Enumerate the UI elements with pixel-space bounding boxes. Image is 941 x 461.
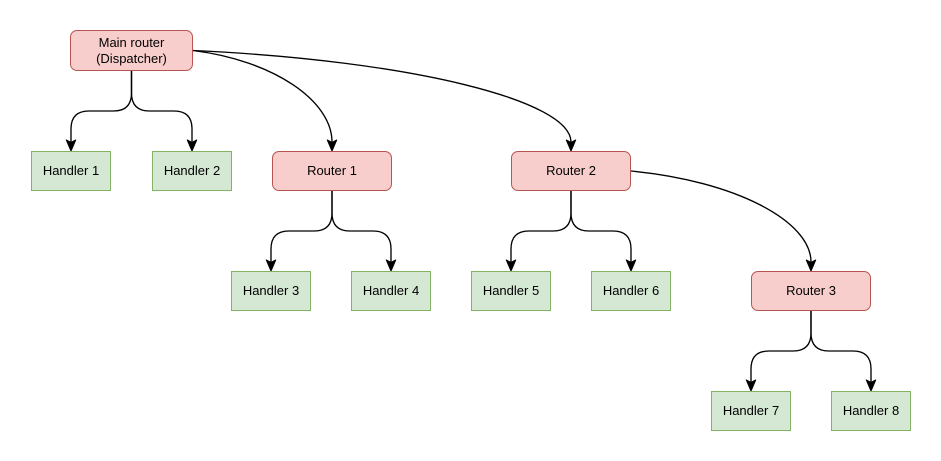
arrowhead-main-to-h1 bbox=[65, 139, 77, 152]
node-h4-handler: Handler 4 bbox=[351, 271, 431, 311]
node-h3-handler: Handler 3 bbox=[231, 271, 311, 311]
node-r1-router: Router 1 bbox=[272, 151, 392, 191]
node-h5-handler: Handler 5 bbox=[471, 271, 551, 311]
edge-r1-to-h4 bbox=[331, 191, 392, 262]
edge-main-to-h2 bbox=[130, 71, 193, 142]
node-label-h8: Handler 8 bbox=[842, 403, 900, 418]
node-r2-router: Router 2 bbox=[511, 151, 631, 191]
edge-r1-to-h3 bbox=[270, 191, 333, 262]
arrowhead-r1-to-h3 bbox=[265, 259, 277, 272]
edge-main-to-r2 bbox=[192, 49, 572, 143]
node-label-h1: Handler 1 bbox=[42, 163, 100, 178]
node-label-r1: Router 1 bbox=[307, 163, 357, 178]
arrowhead-r2-to-r3 bbox=[805, 259, 817, 272]
arrowhead-r1-to-h4 bbox=[385, 259, 397, 272]
node-h6-handler: Handler 6 bbox=[591, 271, 671, 311]
node-label-h3: Handler 3 bbox=[242, 283, 300, 298]
node-h2-handler: Handler 2 bbox=[152, 151, 232, 191]
node-h8-handler: Handler 8 bbox=[831, 391, 911, 431]
arrowhead-r2-to-h6 bbox=[625, 259, 637, 272]
node-label-r3: Router 3 bbox=[786, 283, 836, 298]
node-h1-handler: Handler 1 bbox=[31, 151, 111, 191]
edge-r2-to-h6 bbox=[570, 191, 632, 262]
node-label-h6: Handler 6 bbox=[602, 283, 660, 298]
arrowhead-r3-to-h7 bbox=[745, 379, 757, 392]
edge-main-to-r1 bbox=[192, 49, 333, 143]
edge-r2-to-h5 bbox=[510, 191, 572, 262]
arrowhead-main-to-r1 bbox=[326, 139, 338, 152]
arrowhead-main-to-r2 bbox=[565, 139, 577, 152]
edge-r2-to-r3 bbox=[630, 170, 812, 263]
edge-main-to-h1 bbox=[70, 71, 133, 142]
arrowhead-main-to-h2 bbox=[186, 139, 198, 152]
edge-r3-to-h8 bbox=[810, 311, 872, 382]
node-label-main: Main router (Dispatcher) bbox=[96, 34, 167, 66]
node-label-h4: Handler 4 bbox=[362, 283, 420, 298]
node-r3-router: Router 3 bbox=[751, 271, 871, 311]
edge-r3-to-h7 bbox=[750, 311, 812, 382]
node-label-h5: Handler 5 bbox=[482, 283, 540, 298]
node-label-h7: Handler 7 bbox=[722, 403, 780, 418]
node-h7-handler: Handler 7 bbox=[711, 391, 791, 431]
node-main-router: Main router (Dispatcher) bbox=[70, 30, 193, 71]
node-label-r2: Router 2 bbox=[546, 163, 596, 178]
node-label-h2: Handler 2 bbox=[163, 163, 221, 178]
arrowhead-r2-to-h5 bbox=[505, 259, 517, 272]
arrowhead-r3-to-h8 bbox=[865, 379, 877, 392]
